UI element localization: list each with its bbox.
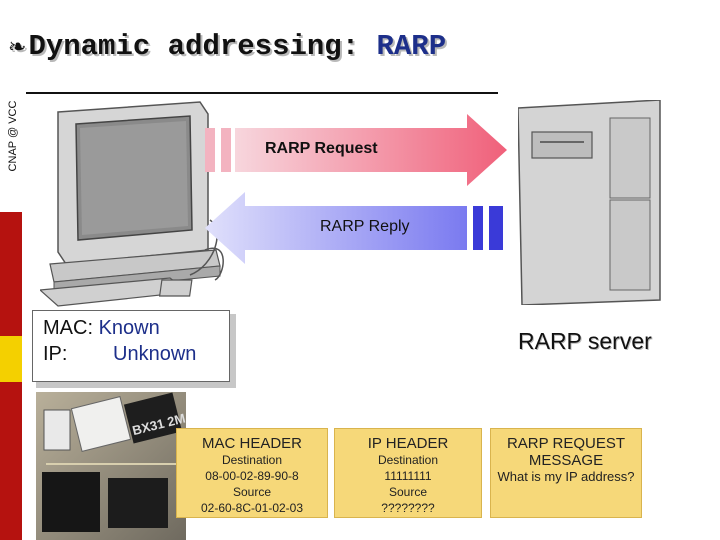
mac-header-line3: Source <box>232 485 272 499</box>
ip-header-box: IP HEADER Destination 11111111 Source ??… <box>334 428 482 518</box>
sidebar-label: CNAP @ VCC <box>7 100 19 172</box>
rarp-reply-arrow <box>205 192 503 264</box>
ip-header-title: IP HEADER <box>367 435 449 452</box>
mac-value: Known <box>98 317 160 339</box>
title-bullet-icon: ❧ <box>8 35 27 60</box>
mac-header-title: MAC HEADER <box>201 435 302 452</box>
client-info-box: MAC: Known IP: Unknown <box>32 310 230 382</box>
ip-header-line3: Source <box>388 485 428 499</box>
sidebar-red-block <box>0 212 22 336</box>
rarp-request-arrow <box>205 114 507 186</box>
ip-header-line4: ???????? <box>381 501 435 515</box>
ip-line: IP: Unknown <box>43 341 229 367</box>
ip-header-line2: 11111111 <box>384 469 432 483</box>
network-card-image: BX31 2M <box>36 392 186 540</box>
mac-header-line4: 02-60-8C-01-02-03 <box>200 501 304 515</box>
title-accent: RARP <box>376 30 447 63</box>
ip-value: Unknown <box>113 343 197 365</box>
slide-title: ❧Dynamic addressing: RARP <box>8 30 446 63</box>
rarp-request-label: RARP Request <box>265 140 378 157</box>
title-underline <box>26 92 498 94</box>
client-computer-icon <box>40 101 224 307</box>
rarp-message-title: RARP REQUEST <box>506 435 626 452</box>
rarp-request-message-box: RARP REQUEST MESSAGE What is my IP addre… <box>490 428 642 518</box>
server-label: RARP server <box>518 328 652 354</box>
mac-header-line1: Destination <box>221 453 283 467</box>
mac-label: MAC: <box>43 317 93 339</box>
ip-label: IP: <box>43 343 68 365</box>
mac-header-box: MAC HEADER Destination 08-00-02-89-90-8 … <box>176 428 328 518</box>
rarp-message-line2: What is my IP address? <box>497 469 635 484</box>
sidebar <box>0 92 26 540</box>
rarp-reply-label: RARP Reply <box>320 218 410 235</box>
sidebar-red-block-bottom <box>0 382 22 540</box>
mac-header-line2: 08-00-02-89-90-8 <box>205 469 299 483</box>
server-icon <box>518 100 661 305</box>
title-main: Dynamic addressing: <box>28 30 377 63</box>
sidebar-yellow-block <box>0 336 22 382</box>
rarp-message-line1: MESSAGE <box>528 452 604 469</box>
mac-line: MAC: Known <box>43 315 229 341</box>
ip-header-line1: Destination <box>377 453 439 467</box>
